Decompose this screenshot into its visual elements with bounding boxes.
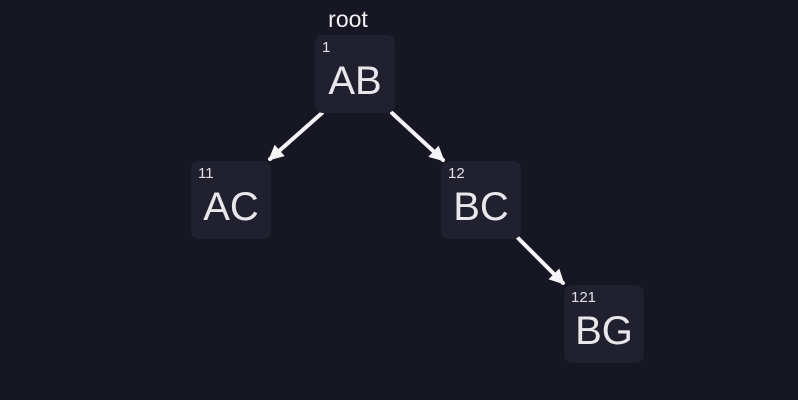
tree-node-ab[interactable]: 1 AB xyxy=(315,35,395,113)
edge-bc-to-bg xyxy=(516,236,565,285)
node-id-badge: 12 xyxy=(448,165,465,182)
tree-node-ac[interactable]: 11 AC xyxy=(191,161,271,239)
node-label: AB xyxy=(328,59,382,103)
root-pointer-label: root xyxy=(328,6,368,32)
tree-node-bg[interactable]: 121 BG xyxy=(564,285,644,363)
tree-node-bc[interactable]: 12 BC xyxy=(441,161,521,239)
node-label: BC xyxy=(453,185,509,229)
edge-ab-to-ac xyxy=(268,111,324,161)
node-label: BG xyxy=(575,309,633,353)
edge-ab-to-bc xyxy=(390,111,445,162)
node-id-badge: 121 xyxy=(571,289,597,306)
node-label: AC xyxy=(203,185,259,229)
node-id-badge: 11 xyxy=(198,165,214,182)
node-id-badge: 1 xyxy=(322,39,331,56)
